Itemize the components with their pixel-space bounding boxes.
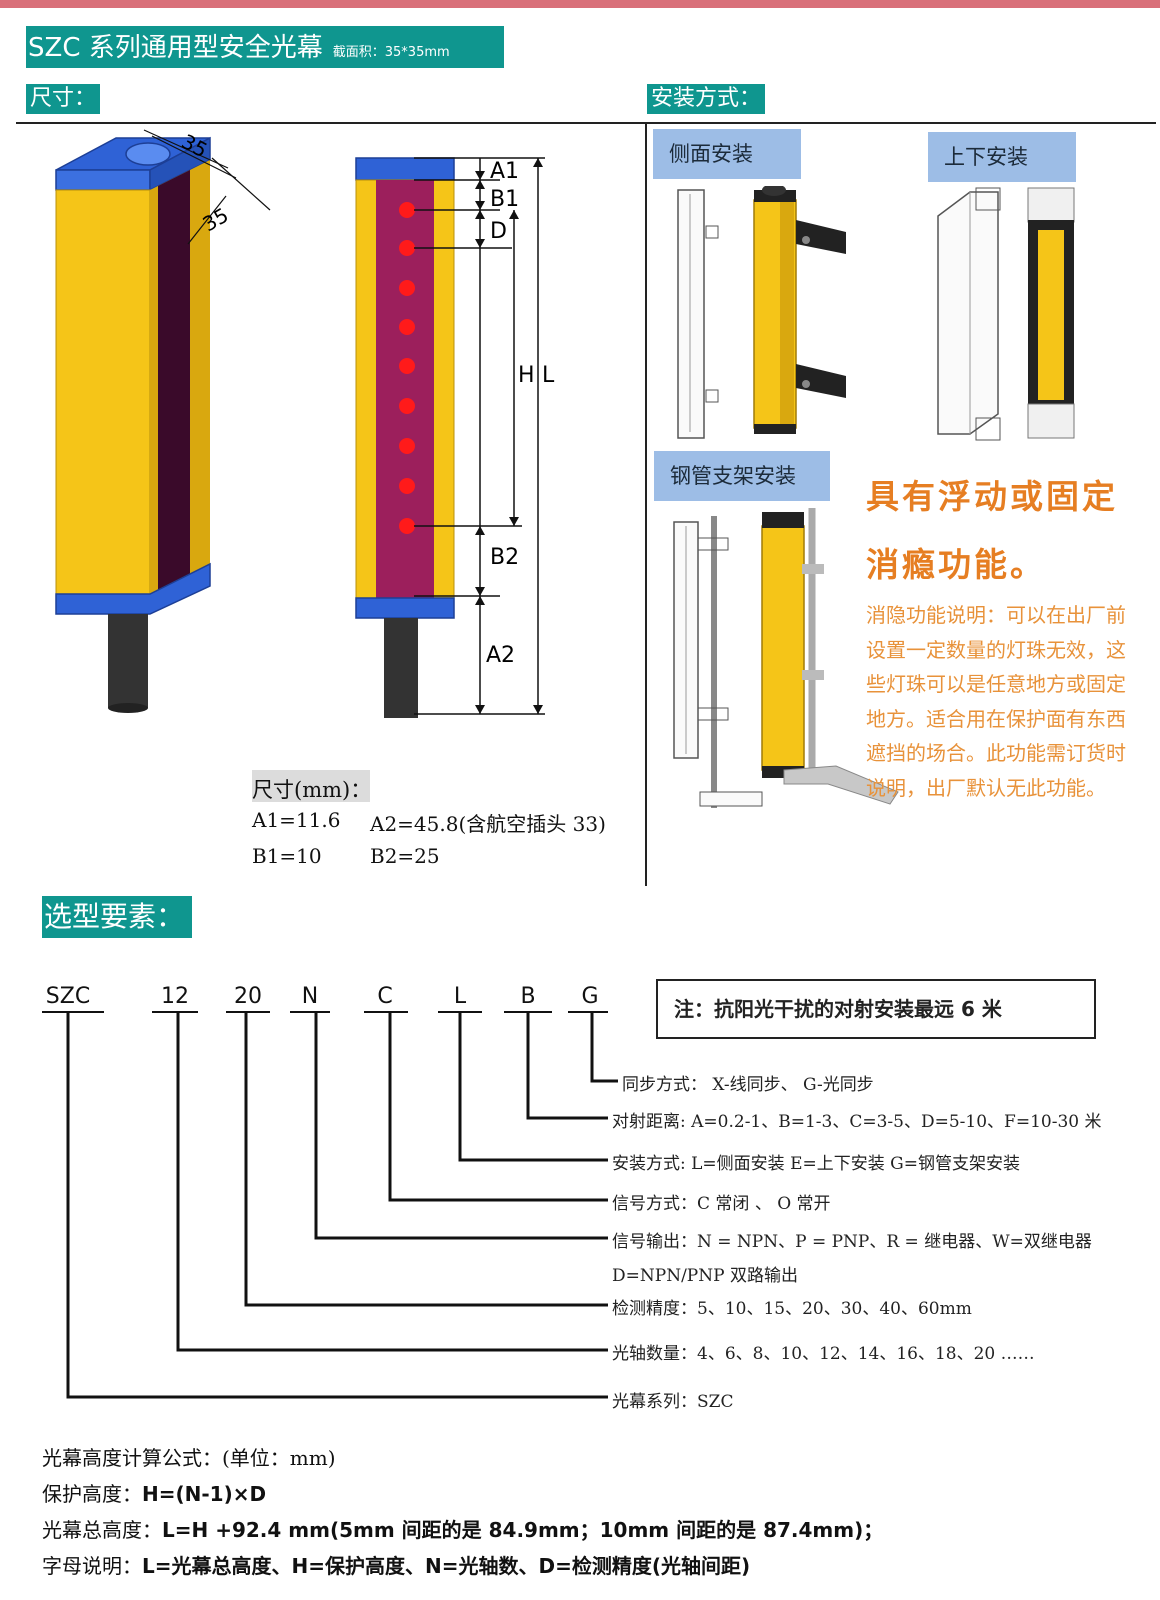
feature-description: 消隐功能说明：可以在出厂前设置一定数量的灯珠无效，这些灯珠可以是任意地方或固定地…	[866, 603, 1126, 800]
formula-total-label: 光幕总高度：	[42, 1518, 162, 1542]
front-view-dimension-figure: A1 B1 D H L B2 A2	[355, 157, 555, 718]
install-topbottom-tag: 上下安装	[928, 132, 1076, 182]
feature-heading-2: 消瘾功能。	[866, 545, 1046, 584]
formula-protect-value: H=(N-1)×D	[142, 1482, 267, 1506]
label-b2: B2	[490, 545, 519, 570]
option-sync: 同步方式： X-线同步、 G-光同步	[622, 1075, 874, 1095]
formula-protect-label: 保护高度：	[42, 1482, 142, 1506]
label-b1: B1	[490, 187, 519, 212]
option-output-dual: D=NPN/PNP 双路输出	[612, 1266, 798, 1286]
dim-a2: A2=45.8(含航空插头 33)	[370, 812, 606, 836]
option-series: 光幕系列：SZC	[612, 1392, 734, 1412]
label-l: L	[542, 363, 555, 388]
label-d: D	[490, 219, 507, 244]
option-output: 信号输出：N = NPN、P = PNP、R = 继电器、W=双继电器	[612, 1232, 1092, 1252]
section-installation: 安装方式：	[647, 84, 766, 114]
formula-legend-value: L=光幕总高度、H=保护高度、N=光轴数、D=检测精度(光轴间距)	[142, 1554, 751, 1578]
dim-b2: B2=25	[370, 844, 440, 868]
option-install: 安装方式: L=侧面安装 E=上下安装 G=钢管支架安装	[612, 1154, 1020, 1174]
formula-title: 光幕高度计算公式：(单位：mm)	[42, 1446, 336, 1470]
page-title: SZC 系列通用型安全光幕 截面积：35*35mm	[26, 26, 504, 68]
section-divider-horizontal	[16, 122, 1156, 124]
formula-legend: 字母说明：L=光幕总高度、H=保护高度、N=光轴数、D=检测精度(光轴间距)	[42, 1550, 750, 1579]
top-accent-bar	[0, 0, 1160, 8]
dim-b1: B1=10	[252, 844, 322, 868]
dim-a1: A1=11.6	[252, 808, 341, 832]
feature-heading-1: 具有浮动或固定	[866, 477, 1118, 516]
label-a1: A1	[490, 159, 519, 184]
pipe-mount-figure	[673, 508, 899, 808]
label-h: H	[518, 363, 535, 388]
option-resolution: 检测精度：5、10、15、20、30、40、60mm	[612, 1299, 972, 1319]
option-distance: 对射距离: A=0.2-1、B=1-3、C=3-5、D=5-10、F=10-30…	[612, 1112, 1102, 1132]
install-side-tag: 侧面安装	[653, 129, 801, 179]
section-dimensions: 尺寸：	[26, 84, 101, 114]
code-sync: G	[581, 984, 599, 1009]
code-axes: 12	[161, 984, 189, 1009]
formula-total: 光幕总高度：L=H +92.4 mm(5mm 间距的是 84.9mm；10mm …	[42, 1514, 883, 1543]
model-code-connector-lines	[42, 1011, 618, 1399]
formula-total-value: L=H +92.4 mm(5mm 间距的是 84.9mm；10mm 间距的是 8…	[162, 1518, 884, 1542]
formula-protect: 保护高度：H=(N-1)×D	[42, 1478, 266, 1507]
section-divider-vertical	[645, 124, 647, 886]
label-a2: A2	[486, 643, 515, 668]
topbottom-mount-figure	[937, 187, 1075, 441]
code-resolution: 20	[234, 984, 262, 1009]
option-axes: 光轴数量：4、6、8、10、12、14、16、18、20 ……	[612, 1344, 1035, 1364]
title-text: SZC 系列通用型安全光幕	[28, 33, 323, 63]
code-series: SZC	[45, 984, 91, 1009]
section-selection: 选型要素：	[42, 896, 193, 938]
code-output: N	[301, 984, 319, 1009]
dimensions-heading-bg	[252, 770, 370, 802]
code-distance: B	[520, 984, 536, 1009]
dimensions-heading: 尺寸(mm)：	[252, 778, 372, 802]
note-box: 注：抗阳光干扰的对射安装最远 6 米	[656, 979, 1096, 1039]
formula-legend-label: 字母说明：	[42, 1554, 142, 1578]
option-signal: 信号方式：C 常闭 、 O 常开	[612, 1194, 831, 1214]
side-mount-figure	[677, 186, 846, 439]
light-curtain-3d-figure: 35 35	[55, 129, 271, 713]
title-subtitle: 截面积：35*35mm	[332, 45, 450, 60]
code-install: L	[453, 984, 467, 1009]
install-pipe-tag: 钢管支架安装	[654, 451, 830, 501]
code-signal: C	[377, 984, 393, 1009]
